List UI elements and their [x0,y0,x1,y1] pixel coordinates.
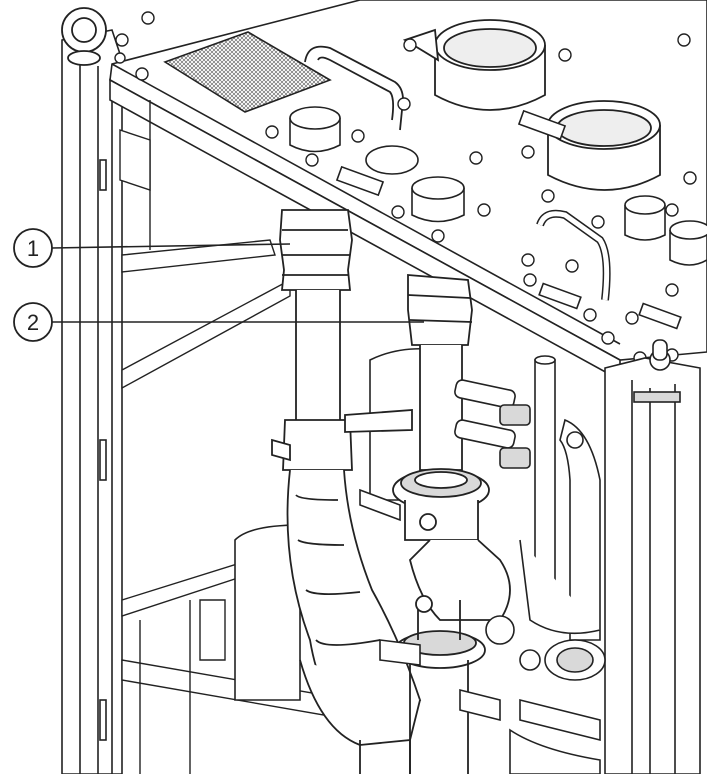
air-inlet [547,100,661,191]
callout-2: 2 [13,302,424,342]
flue-outlet [402,19,546,111]
gas-fittings [536,195,707,301]
connection-stubs [289,106,682,330]
left-frame-post [61,29,123,774]
callout-2-number: 2 [27,310,39,335]
callout-2-circle [13,302,53,342]
bolts [114,11,697,365]
callout-1-number: 1 [27,236,39,261]
hose-2 [344,274,511,774]
right-frame-post [604,339,701,774]
lifting-eye-left [61,7,107,66]
callout-1-leader [51,243,291,249]
filter-mesh [163,31,332,113]
callout-1: 1 [13,228,291,268]
valve-cluster [359,355,606,774]
callout-1-circle [13,228,53,268]
